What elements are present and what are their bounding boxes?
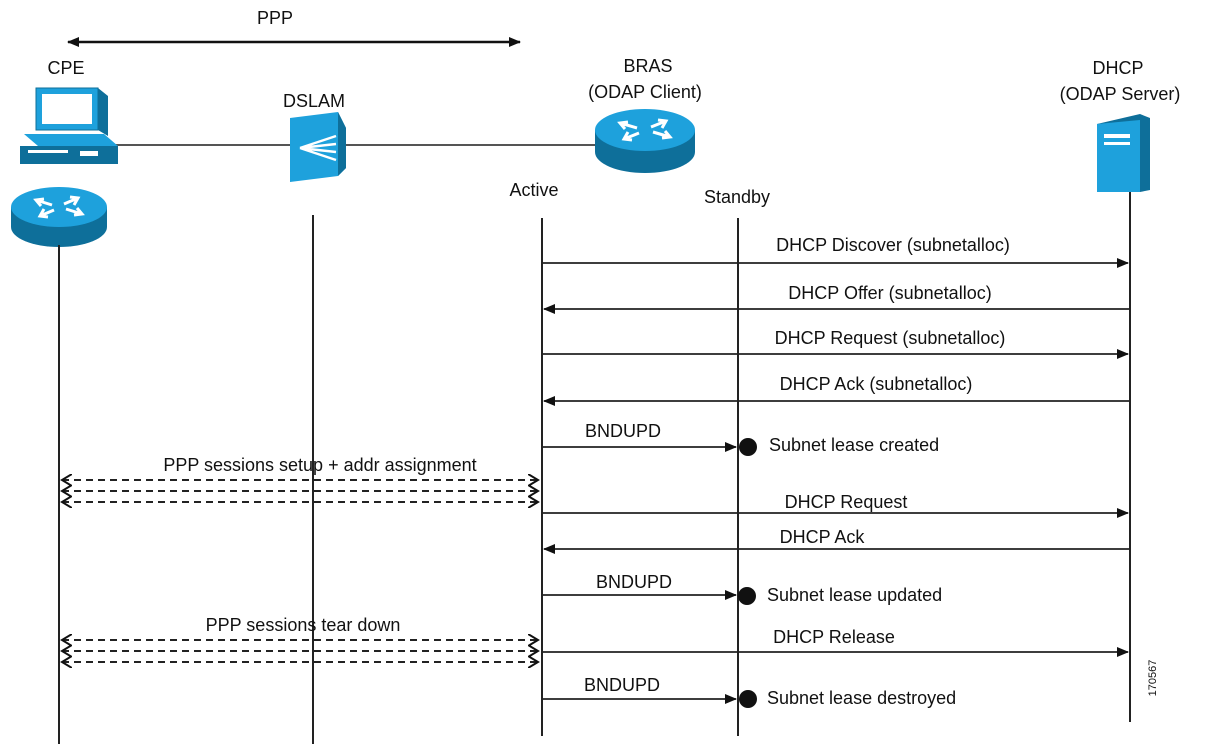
lease-destroyed-marker xyxy=(739,690,757,708)
ppp-teardown-label: PPP sessions tear down xyxy=(206,615,401,635)
bras-router-icon xyxy=(595,109,695,173)
active-lane-label: Active xyxy=(509,180,558,200)
bndupd-2-label: BNDUPD xyxy=(596,572,672,592)
dhcp-label-line1: DHCP xyxy=(1092,58,1143,78)
computer-icon xyxy=(20,87,118,164)
cpe-router-icon xyxy=(11,187,107,247)
cpe-label: CPE xyxy=(47,58,84,78)
lease-destroyed-label: Subnet lease destroyed xyxy=(767,688,956,708)
bndupd-3-label: BNDUPD xyxy=(584,675,660,695)
bndupd-1-label: BNDUPD xyxy=(585,421,661,441)
ppp-label: PPP xyxy=(257,8,293,28)
bras-label-line1: BRAS xyxy=(623,56,672,76)
offer-label: DHCP Offer (subnetalloc) xyxy=(788,283,991,303)
dslam-icon xyxy=(290,112,346,182)
ppp-setup-label: PPP sessions setup + addr assignment xyxy=(163,455,476,475)
dslam-label: DSLAM xyxy=(283,91,345,111)
request-alloc-label: DHCP Request (subnetalloc) xyxy=(775,328,1006,348)
ppp-teardown-arrows xyxy=(62,640,538,662)
release-label: DHCP Release xyxy=(773,627,895,647)
lease-created-label: Subnet lease created xyxy=(769,435,939,455)
lease-updated-marker xyxy=(738,587,756,605)
lease-updated-label: Subnet lease updated xyxy=(767,585,942,605)
ack-label: DHCP Ack xyxy=(780,527,866,547)
figure-id: 170567 xyxy=(1147,660,1159,697)
bras-label-line2: (ODAP Client) xyxy=(588,82,702,102)
ack-alloc-label: DHCP Ack (subnetalloc) xyxy=(780,374,973,394)
server-icon xyxy=(1097,114,1150,192)
discover-label: DHCP Discover (subnetalloc) xyxy=(776,235,1010,255)
lease-created-marker xyxy=(739,438,757,456)
request-label: DHCP Request xyxy=(785,492,908,512)
ppp-setup-arrows xyxy=(62,480,538,502)
dhcp-label-line2: (ODAP Server) xyxy=(1060,84,1181,104)
standby-lane-label: Standby xyxy=(704,187,770,207)
